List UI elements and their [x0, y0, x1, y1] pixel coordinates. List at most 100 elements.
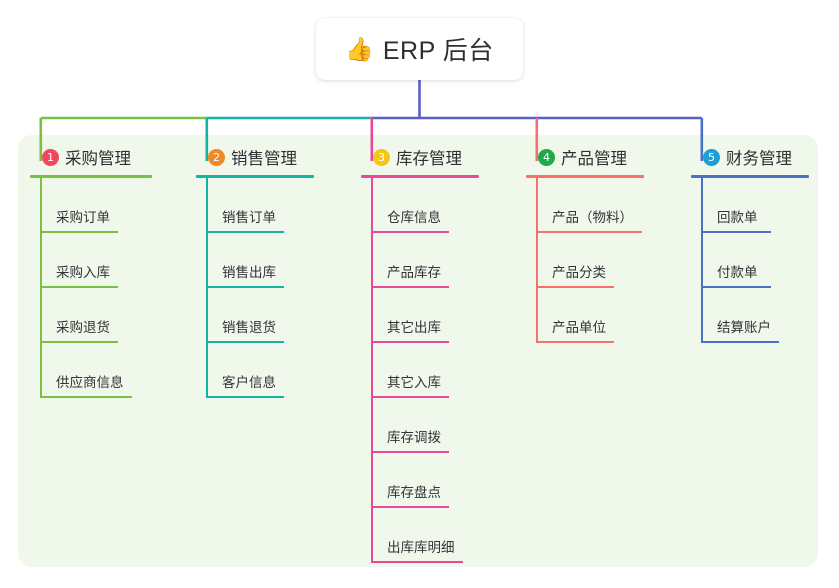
column-badge-3: 3 — [373, 148, 390, 166]
item-label: 客户信息 — [222, 374, 276, 390]
column-title-1: 采购管理 — [65, 150, 131, 168]
list-item[interactable]: 其它入库 — [361, 342, 479, 398]
list-item[interactable]: 采购入库 — [30, 232, 152, 288]
column-5: 5 财务管理回款单付款单结算账户 — [691, 145, 809, 343]
column-items-3: 仓库信息产品库存其它出库其它入库库存调拨库存盘点出库库明细 — [361, 177, 479, 563]
item-label: 采购入库 — [56, 264, 110, 280]
list-item[interactable]: 销售出库 — [196, 232, 314, 288]
list-item[interactable]: 其它出库 — [361, 287, 479, 343]
item-label: 付款单 — [717, 264, 758, 280]
item-stem — [40, 232, 42, 288]
column-title-2: 销售管理 — [231, 150, 297, 168]
item-stem — [371, 287, 373, 343]
item-rule — [40, 395, 132, 398]
item-rule — [536, 340, 614, 343]
item-stem — [701, 177, 703, 233]
item-rule — [206, 395, 284, 398]
item-stem — [701, 287, 703, 343]
item-stem — [371, 232, 373, 288]
item-rule — [536, 230, 642, 233]
item-rule — [371, 505, 449, 508]
column-header-5[interactable]: 5 财务管理 — [691, 145, 809, 169]
column-header-1[interactable]: 1 采购管理 — [30, 145, 152, 169]
content-panel — [18, 135, 818, 567]
item-label: 产品单位 — [552, 319, 606, 335]
column-items-5: 回款单付款单结算账户 — [691, 177, 809, 343]
item-label: 回款单 — [717, 209, 758, 225]
list-item[interactable]: 产品（物料） — [526, 177, 644, 233]
list-item[interactable]: 付款单 — [691, 232, 809, 288]
list-item[interactable]: 结算账户 — [691, 287, 809, 343]
item-rule — [371, 450, 449, 453]
list-item[interactable]: 仓库信息 — [361, 177, 479, 233]
list-item[interactable]: 出库库明细 — [361, 507, 479, 563]
item-label: 库存调拨 — [387, 429, 441, 445]
column-header-2[interactable]: 2 销售管理 — [196, 145, 314, 169]
list-item[interactable]: 采购退货 — [30, 287, 152, 343]
column-items-4: 产品（物料） 产品分类产品单位 — [526, 177, 644, 343]
column-badge-1: 1 — [42, 148, 59, 166]
item-stem — [206, 287, 208, 343]
item-rule — [206, 230, 284, 233]
item-rule — [40, 230, 118, 233]
item-label: 产品（物料） — [552, 209, 633, 225]
item-stem — [206, 177, 208, 233]
list-item[interactable]: 供应商信息 — [30, 342, 152, 398]
item-stem — [371, 507, 373, 563]
item-rule — [40, 340, 118, 343]
list-item[interactable]: 销售退货 — [196, 287, 314, 343]
item-rule — [701, 230, 771, 233]
item-stem — [536, 287, 538, 343]
item-label: 结算账户 — [717, 319, 771, 335]
item-stem — [371, 452, 373, 508]
item-label: 仓库信息 — [387, 209, 441, 225]
list-item[interactable]: 采购订单 — [30, 177, 152, 233]
column-items-2: 销售订单销售出库销售退货客户信息 — [196, 177, 314, 398]
item-stem — [206, 232, 208, 288]
column-header-rule-3 — [361, 175, 479, 178]
item-stem — [371, 342, 373, 398]
item-label: 销售退货 — [222, 319, 276, 335]
item-label: 产品库存 — [387, 264, 441, 280]
item-rule — [371, 395, 449, 398]
item-label: 库存盘点 — [387, 484, 441, 500]
item-stem — [40, 342, 42, 398]
item-rule — [701, 340, 779, 343]
item-label: 采购订单 — [56, 209, 110, 225]
list-item[interactable]: 产品库存 — [361, 232, 479, 288]
item-label: 销售出库 — [222, 264, 276, 280]
column-header-rule-4 — [526, 175, 644, 178]
item-rule — [371, 340, 449, 343]
item-label: 其它出库 — [387, 319, 441, 335]
item-rule — [701, 285, 771, 288]
column-1: 1 采购管理采购订单采购入库采购退货供应商信息 — [30, 145, 152, 398]
item-stem — [40, 177, 42, 233]
column-header-rule-1 — [30, 175, 152, 178]
column-badge-5: 5 — [703, 148, 720, 166]
item-stem — [536, 177, 538, 233]
column-badge-2: 2 — [208, 148, 225, 166]
root-title: ERP 后台 — [382, 37, 494, 65]
root-node-card[interactable]: 👍ERP 后台 — [316, 18, 523, 80]
list-item[interactable]: 回款单 — [691, 177, 809, 233]
list-item[interactable]: 客户信息 — [196, 342, 314, 398]
column-badge-4: 4 — [538, 148, 555, 166]
item-stem — [371, 397, 373, 453]
column-title-5: 财务管理 — [726, 150, 792, 168]
item-rule — [206, 285, 284, 288]
list-item[interactable]: 产品单位 — [526, 287, 644, 343]
column-items-1: 采购订单采购入库采购退货供应商信息 — [30, 177, 152, 398]
item-label: 产品分类 — [552, 264, 606, 280]
list-item[interactable]: 库存盘点 — [361, 452, 479, 508]
item-label: 供应商信息 — [56, 374, 124, 390]
list-item[interactable]: 库存调拨 — [361, 397, 479, 453]
list-item[interactable]: 产品分类 — [526, 232, 644, 288]
list-item[interactable]: 销售订单 — [196, 177, 314, 233]
item-rule — [371, 230, 449, 233]
item-stem — [40, 287, 42, 343]
